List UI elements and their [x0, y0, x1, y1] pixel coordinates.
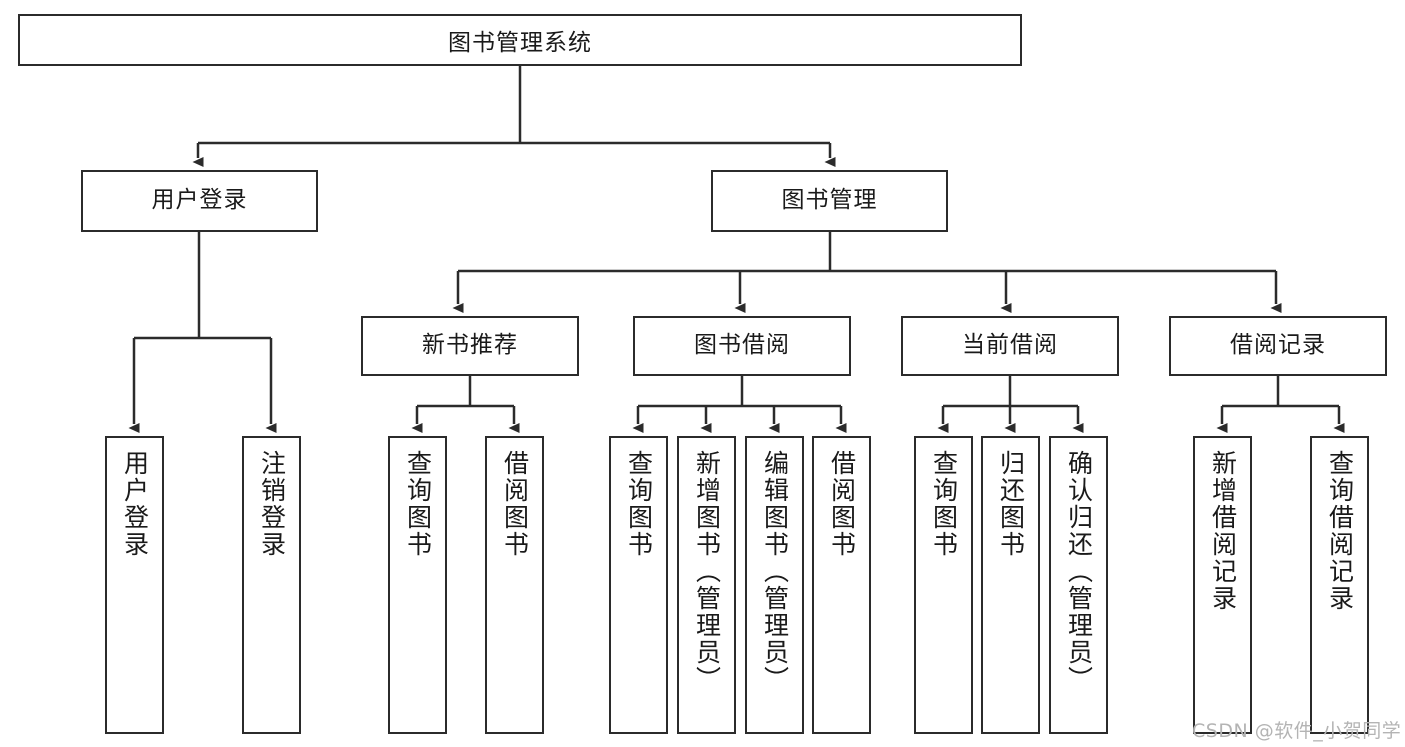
node-leaf-add-record-label: 新增借阅记录: [1208, 450, 1238, 612]
node-borrow-record-label: 借阅记录: [1230, 332, 1326, 359]
node-leaf-query-book-3-label: 查询图书: [929, 450, 959, 558]
node-book-manage[interactable]: 图书管理: [711, 170, 948, 232]
node-leaf-user-login[interactable]: 用户登录: [105, 436, 164, 734]
node-leaf-add-record[interactable]: 新增借阅记录: [1193, 436, 1252, 734]
node-leaf-add-book[interactable]: 新增图书（管理员）: [677, 436, 736, 734]
node-leaf-query-book-1[interactable]: 查询图书: [388, 436, 447, 734]
node-leaf-logout-label: 注销登录: [257, 450, 287, 558]
node-leaf-query-record[interactable]: 查询借阅记录: [1310, 436, 1369, 734]
node-root-label: 图书管理系统: [448, 30, 592, 56]
node-book-borrow[interactable]: 图书借阅: [633, 316, 851, 376]
node-borrow-record[interactable]: 借阅记录: [1169, 316, 1387, 376]
node-leaf-query-book-2-label: 查询图书: [624, 450, 654, 558]
node-leaf-borrow-book-1-label: 借阅图书: [500, 450, 530, 558]
node-leaf-query-book-2[interactable]: 查询图书: [609, 436, 668, 734]
node-leaf-query-record-label: 查询借阅记录: [1325, 450, 1355, 612]
node-user-login[interactable]: 用户登录: [81, 170, 318, 232]
node-leaf-query-book-3[interactable]: 查询图书: [914, 436, 973, 734]
node-book-borrow-label: 图书借阅: [694, 332, 790, 359]
node-leaf-query-book-1-label: 查询图书: [403, 450, 433, 558]
node-current-borrow[interactable]: 当前借阅: [901, 316, 1119, 376]
node-new-book-recommend-label: 新书推荐: [422, 332, 518, 359]
node-leaf-return-book[interactable]: 归还图书: [981, 436, 1040, 734]
watermark: CSDN @软件_小贺同学: [1192, 720, 1402, 742]
node-leaf-confirm-return-label: 确认归还（管理员）: [1064, 450, 1094, 693]
node-leaf-add-book-label: 新增图书（管理员）: [692, 450, 722, 693]
node-leaf-edit-book-label: 编辑图书（管理员）: [760, 450, 790, 693]
node-new-book-recommend[interactable]: 新书推荐: [361, 316, 579, 376]
node-leaf-confirm-return[interactable]: 确认归还（管理员）: [1049, 436, 1108, 734]
node-leaf-borrow-book-2[interactable]: 借阅图书: [812, 436, 871, 734]
node-book-manage-label: 图书管理: [781, 187, 878, 214]
node-user-login-label: 用户登录: [151, 187, 248, 214]
node-leaf-edit-book[interactable]: 编辑图书（管理员）: [745, 436, 804, 734]
node-leaf-logout[interactable]: 注销登录: [242, 436, 301, 734]
node-leaf-borrow-book-2-label: 借阅图书: [827, 450, 857, 558]
node-leaf-borrow-book-1[interactable]: 借阅图书: [485, 436, 544, 734]
node-leaf-user-login-label: 用户登录: [120, 450, 150, 558]
node-leaf-return-book-label: 归还图书: [996, 450, 1026, 558]
node-current-borrow-label: 当前借阅: [962, 332, 1058, 359]
node-root-system[interactable]: 图书管理系统: [18, 14, 1022, 66]
